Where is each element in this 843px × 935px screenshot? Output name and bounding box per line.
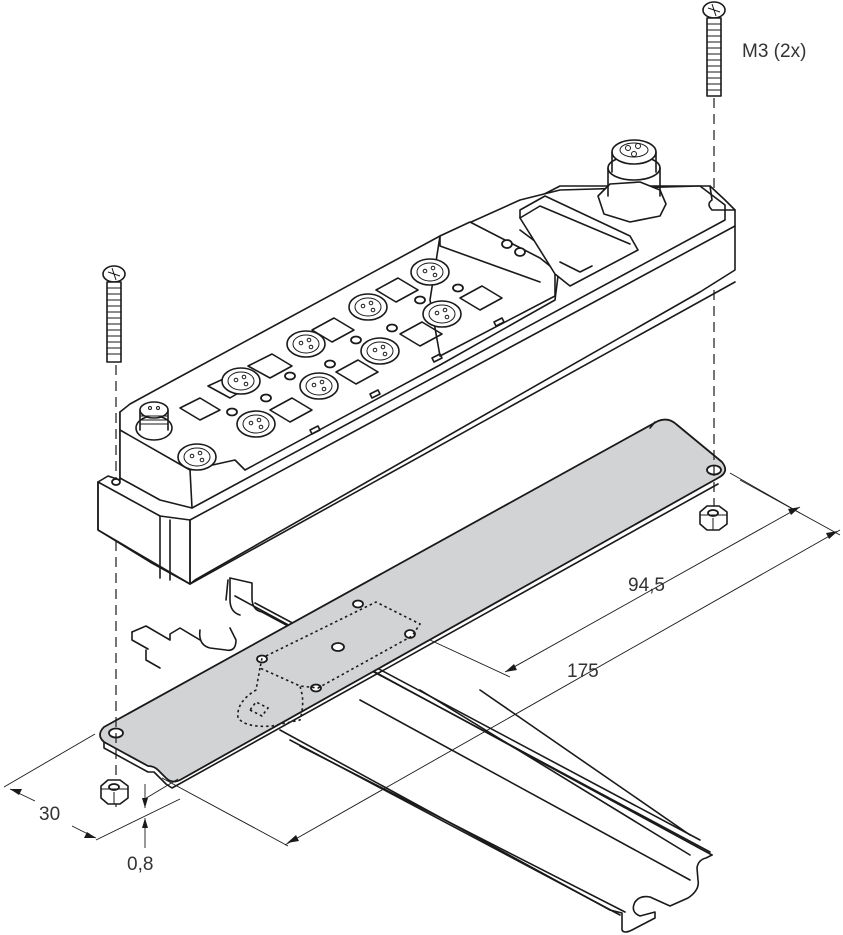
screw-right-icon [702, 1, 726, 97]
m12-socket-9-icon [410, 258, 450, 286]
m12-socket-2-icon [236, 410, 276, 438]
bus-connector-icon [597, 139, 667, 223]
m8-plug-icon [135, 401, 173, 441]
screw-left-icon [102, 265, 126, 363]
m12-socket-1-icon [177, 443, 217, 471]
m12-socket-6-icon [360, 337, 400, 365]
m12-socket-4-icon [299, 372, 339, 400]
dim-plate-length-label: 175 [567, 661, 599, 682]
status-label-windows [179, 277, 503, 423]
status-leds [226, 283, 464, 417]
dimension-lines [3, 472, 841, 848]
nut-left-icon [100, 779, 129, 805]
m12-socket-7-icon [348, 293, 388, 321]
screw-spec-label: M3 (2x) [742, 41, 807, 62]
io-module [97, 139, 736, 585]
m12-socket-5-icon [286, 330, 326, 358]
dim-hole-spacing-label: 94,5 [628, 575, 665, 596]
m12-socket-3-icon [221, 367, 261, 395]
dim-plate-thickness-label: 0,8 [127, 854, 154, 875]
m12-socket-8-icon [422, 300, 462, 328]
nut-right-icon [699, 505, 728, 531]
dim-plate-width-label: 30 [39, 804, 61, 825]
